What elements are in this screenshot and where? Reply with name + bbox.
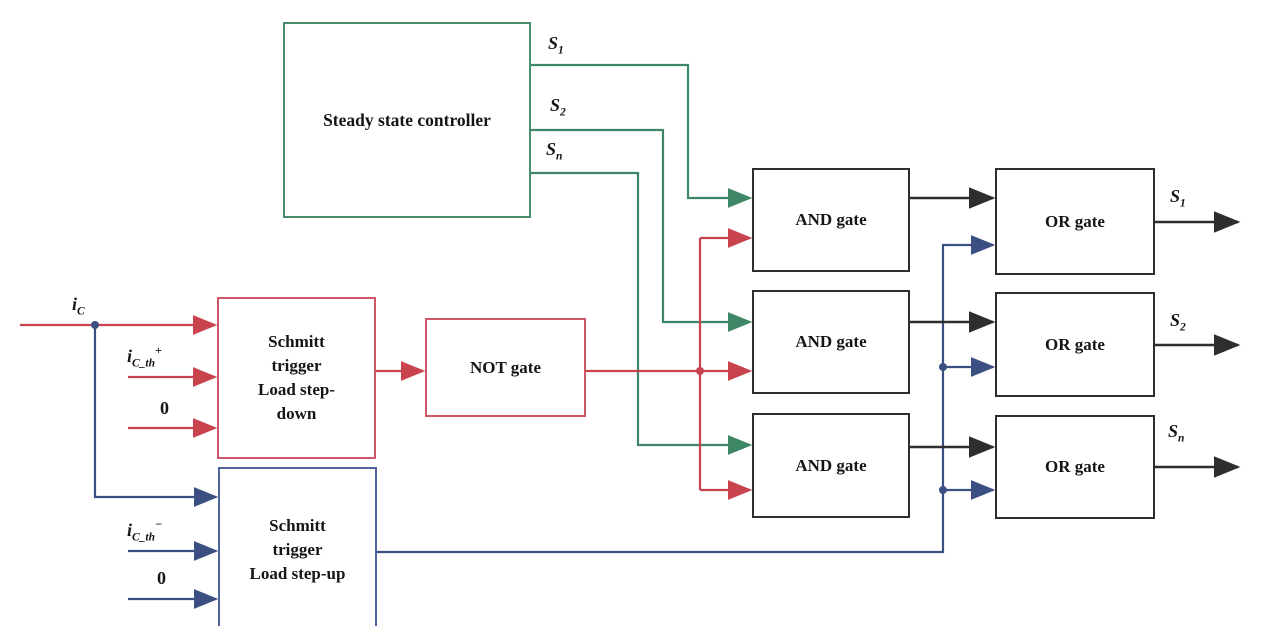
and-gate-2-box: AND gate — [752, 290, 910, 394]
signal-base: S — [1170, 186, 1181, 206]
signal-base: S — [546, 139, 557, 159]
signal-base: S — [548, 33, 559, 53]
and-gate-1-box: AND gate — [752, 168, 910, 272]
and-gate-3-box: AND gate — [752, 413, 910, 518]
label-controller-sn: Sn — [546, 139, 562, 163]
label-zero-step-up: 0 — [157, 568, 166, 588]
schmitt-trigger-load-step-up-box: Schmitt trigger Load step-up — [218, 467, 377, 626]
junction-or3-branch — [939, 486, 947, 494]
junction-ic-branch — [91, 321, 99, 329]
signal-sub: 1 — [558, 44, 564, 57]
label-output-s2: S2 — [1170, 310, 1186, 334]
label-output-sn: Sn — [1168, 421, 1184, 445]
signal-sub: n — [1178, 432, 1185, 445]
signal-base: S — [550, 95, 561, 115]
wire-s1-to-and1 — [531, 63, 753, 208]
label-zero-step-down: 0 — [160, 398, 169, 418]
signal-sub: 2 — [560, 106, 566, 119]
junction-not-output — [696, 367, 704, 375]
signal-sup: + — [155, 343, 162, 357]
schmitt-trigger-load-step-down-box: Schmitt trigger Load step- down — [217, 297, 376, 459]
signal-sub: 2 — [1180, 321, 1186, 334]
label-ic: iC — [72, 294, 85, 318]
signal-sub: 1 — [1180, 197, 1186, 210]
label-controller-s2: S2 — [550, 95, 566, 119]
or-gate-3-box: OR gate — [995, 415, 1155, 519]
signal-base: S — [1170, 310, 1181, 330]
signal-sub: C_th — [132, 357, 156, 370]
signal-base: S — [1168, 421, 1179, 441]
label-icth-plus: iC_th+ — [127, 343, 162, 370]
signal-base: i — [72, 294, 78, 314]
signal-base: i — [127, 520, 133, 540]
signal-sub: C — [77, 305, 85, 318]
or-gate-2-box: OR gate — [995, 292, 1155, 397]
junction-or2-branch — [939, 363, 947, 371]
steady-state-controller-box: Steady state controller — [283, 22, 531, 218]
or-gate-1-box: OR gate — [995, 168, 1155, 275]
signal-sub: n — [556, 150, 563, 163]
label-output-s1: S1 — [1170, 186, 1186, 210]
signal-sub: C_th — [132, 531, 156, 544]
label-controller-s1: S1 — [548, 33, 564, 57]
label-icth-minus: iC_th− — [127, 517, 163, 544]
wire-s2-to-and2 — [531, 128, 753, 332]
signal-sup: − — [155, 517, 163, 531]
not-gate-box: NOT gate — [425, 318, 586, 417]
